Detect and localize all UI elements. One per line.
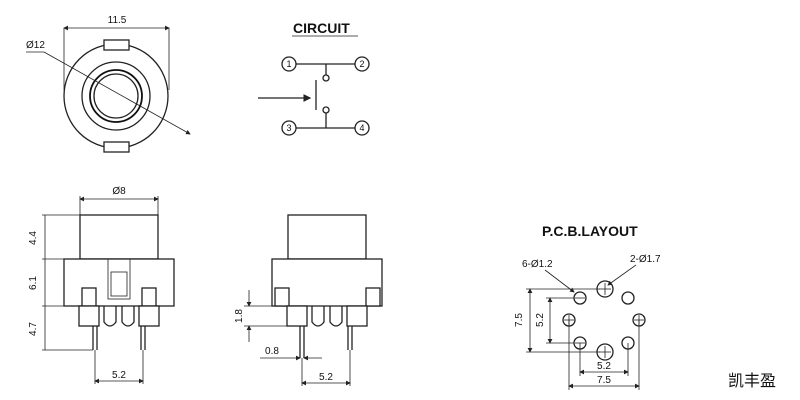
diameter-leader bbox=[43, 51, 191, 135]
side-button-cap bbox=[287, 214, 367, 260]
button-cap-outline bbox=[81, 61, 151, 131]
side-switch-body bbox=[271, 258, 383, 307]
circuit-title: CIRCUIT bbox=[293, 20, 350, 36]
pin-1-marker bbox=[281, 56, 297, 72]
lead-length-label: 4.7 bbox=[28, 322, 39, 336]
side-pitch-label: 5.2 bbox=[319, 372, 333, 383]
contact-top bbox=[322, 74, 330, 82]
top-tab bbox=[103, 39, 130, 51]
left-lead-block bbox=[78, 305, 100, 327]
pcb-height-label: 7.5 bbox=[514, 313, 525, 327]
pin-1-label: 1 bbox=[286, 59, 291, 69]
pin-3-marker bbox=[281, 120, 297, 136]
top-view: 11.5 Ø12 bbox=[26, 15, 191, 153]
switch-body bbox=[63, 258, 175, 307]
front-view: Ø8 4.4 6.1 4.7 5.2 bbox=[28, 186, 175, 384]
front-pitch-label: 5.2 bbox=[112, 370, 126, 381]
right-lead-block bbox=[138, 305, 160, 327]
pcb-layout: P.C.B.LAYOUT 6-Ø1.2 2-Ø1.7 7.5 5.2 bbox=[514, 223, 661, 390]
led-window bbox=[107, 258, 131, 300]
lead-width-label: 0.8 bbox=[265, 346, 279, 357]
bottom-tab bbox=[103, 141, 130, 153]
standoff-label: 1.8 bbox=[234, 309, 245, 323]
side-view: 1.8 0.8 5.2 bbox=[234, 214, 383, 386]
circuit-diagram: CIRCUIT 1 2 3 4 bbox=[258, 20, 370, 136]
brand-watermark: 凯丰盈 bbox=[728, 371, 776, 390]
top-diameter-label: Ø12 bbox=[26, 40, 45, 51]
cap-diameter-label: Ø8 bbox=[112, 186, 126, 197]
cap-height-label: 4.4 bbox=[28, 231, 39, 245]
top-width-label: 11.5 bbox=[108, 15, 127, 26]
pin-4-marker bbox=[354, 120, 370, 136]
body-height-label: 6.1 bbox=[28, 276, 39, 290]
switch-body-outline bbox=[63, 43, 169, 149]
led-ring bbox=[89, 69, 143, 123]
cap-inner-circle bbox=[93, 73, 139, 119]
pin-3-label: 3 bbox=[286, 123, 291, 133]
pcb-width-label: 7.5 bbox=[597, 375, 611, 386]
contact-bottom bbox=[322, 106, 330, 114]
pin-2-label: 2 bbox=[359, 59, 364, 69]
pcb-layout-title: P.C.B.LAYOUT bbox=[542, 223, 638, 239]
pin-2-marker bbox=[354, 56, 370, 72]
pcb-inner-height-label: 5.2 bbox=[535, 313, 546, 327]
button-cap bbox=[79, 214, 159, 260]
small-hole-label: 6-Ø1.2 bbox=[522, 259, 553, 270]
large-hole-label: 2-Ø1.7 bbox=[630, 254, 661, 265]
pcb-inner-width-label: 5.2 bbox=[597, 361, 611, 372]
pin-4-label: 4 bbox=[359, 123, 364, 133]
pad-hole-small bbox=[621, 291, 635, 305]
